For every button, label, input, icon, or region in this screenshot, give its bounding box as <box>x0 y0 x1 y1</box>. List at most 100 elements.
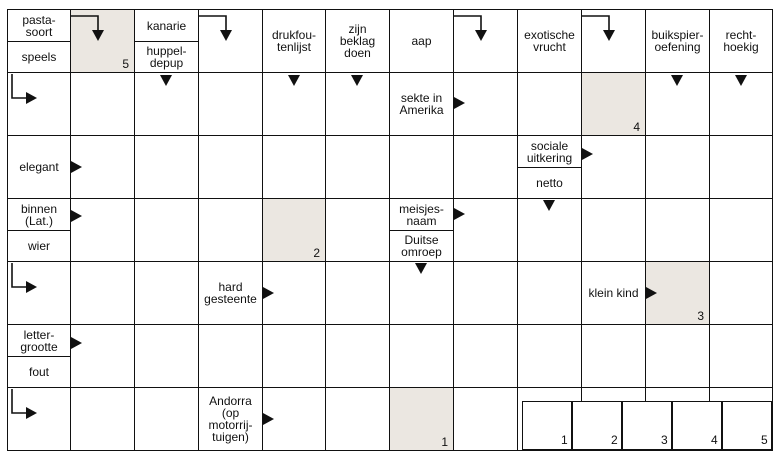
answer-cell[interactable] <box>325 72 390 136</box>
answer-cell[interactable] <box>517 324 582 388</box>
solution-box[interactable]: 3 <box>622 401 672 450</box>
answer-cell[interactable] <box>134 135 199 199</box>
clue-cell: binnen (Lat.)wier <box>7 198 71 262</box>
answer-cell[interactable] <box>134 198 199 262</box>
clue-cell: recht- hoekig <box>709 9 773 73</box>
answer-cell[interactable] <box>262 135 326 199</box>
clue-text: elegant <box>19 160 59 174</box>
arrow-right-icon <box>454 208 465 220</box>
answer-cell[interactable] <box>453 324 518 388</box>
answer-cell[interactable] <box>709 198 773 262</box>
clue-cell: aap <box>389 9 454 73</box>
answer-cell[interactable] <box>517 261 582 325</box>
clue-text: wier <box>8 230 70 261</box>
solution-box[interactable]: 5 <box>722 401 772 450</box>
arrow-right-icon <box>71 161 82 173</box>
answer-cell[interactable] <box>709 324 773 388</box>
answer-cell[interactable] <box>70 198 135 262</box>
clue-cell: elegant <box>7 135 71 199</box>
arrow-right-icon <box>646 287 657 299</box>
clue-cell: klein kind <box>581 261 646 325</box>
clue-text: drukfou- tenlijst <box>271 28 317 54</box>
clue-text: Duitse omroep <box>390 230 453 261</box>
shaded-letter-cell[interactable]: 1 <box>389 387 454 451</box>
answer-cell[interactable] <box>453 261 518 325</box>
answer-cell[interactable] <box>70 261 135 325</box>
clue-text: meisjes- naam <box>399 201 444 228</box>
answer-cell[interactable] <box>389 135 454 199</box>
arrow-down-icon <box>160 75 172 86</box>
solution-number: 1 <box>441 435 448 449</box>
clue-text: binnen (Lat.) <box>20 201 58 228</box>
answer-cell[interactable] <box>517 72 582 136</box>
answer-cell[interactable] <box>325 135 390 199</box>
answer-cell[interactable] <box>262 324 326 388</box>
solution-box-number: 4 <box>711 433 718 447</box>
shaded-letter-cell[interactable]: 5 <box>70 9 135 73</box>
bent-arrow-down-icon <box>71 15 104 41</box>
clue-text: sekte in Amerika <box>399 91 444 117</box>
clue-cell: drukfou- tenlijst <box>262 9 326 73</box>
solution-box[interactable]: 2 <box>572 401 622 450</box>
clue-text: buikspier- oefening <box>651 28 704 54</box>
clue-text: aap <box>411 34 432 48</box>
answer-cell[interactable] <box>453 387 518 451</box>
clue-text: Andorra (op motorrij- tuigen) <box>208 394 253 444</box>
arrow-down-icon <box>415 263 427 274</box>
shaded-letter-cell[interactable]: 2 <box>262 198 326 262</box>
clue-text: sociale uitkering <box>526 138 573 165</box>
answer-cell[interactable] <box>198 135 263 199</box>
clue-cell: buikspier- oefening <box>645 9 710 73</box>
answer-cell[interactable] <box>198 324 263 388</box>
answer-cell[interactable] <box>134 261 199 325</box>
answer-cell[interactable] <box>645 324 710 388</box>
answer-cell[interactable] <box>325 387 390 451</box>
bent-arrow-down-icon <box>454 15 487 41</box>
answer-cell[interactable] <box>581 9 646 73</box>
clue-text: exotische vrucht <box>524 28 575 54</box>
arrow-down-icon <box>671 75 683 86</box>
answer-cell[interactable] <box>70 72 135 136</box>
arrow-right-icon <box>582 148 593 160</box>
answer-cell[interactable] <box>709 135 773 199</box>
clue-cell: exotische vrucht <box>517 9 582 73</box>
solution-number: 2 <box>313 246 320 260</box>
answer-cell[interactable] <box>7 387 71 451</box>
bent-arrow-down-icon <box>199 15 232 41</box>
answer-cell[interactable] <box>134 387 199 451</box>
solution-box[interactable]: 1 <box>522 401 572 450</box>
clue-text: fout <box>8 356 70 387</box>
answer-cell[interactable] <box>709 261 773 325</box>
shaded-letter-cell[interactable]: 4 <box>581 72 646 136</box>
answer-cell[interactable] <box>325 261 390 325</box>
answer-cell[interactable] <box>645 135 710 199</box>
solution-word-boxes: 1 2 3 4 5 <box>522 401 772 450</box>
answer-cell[interactable] <box>198 198 263 262</box>
answer-cell[interactable] <box>581 135 646 199</box>
arrow-right-icon <box>71 210 82 222</box>
answer-cell[interactable] <box>325 198 390 262</box>
answer-cell[interactable] <box>581 324 646 388</box>
clue-cell: sekte in Amerika <box>389 72 454 136</box>
clue-cell: zijn beklag doen <box>325 9 390 73</box>
arrow-down-icon <box>543 200 555 211</box>
answer-cell[interactable] <box>645 198 710 262</box>
clue-text: speels <box>8 41 70 72</box>
arrow-right-icon <box>263 413 274 425</box>
answer-cell[interactable] <box>198 72 263 136</box>
answer-cell[interactable] <box>453 135 518 199</box>
answer-cell[interactable] <box>70 324 135 388</box>
answer-cell[interactable] <box>70 387 135 451</box>
answer-cell[interactable] <box>389 324 454 388</box>
answer-cell[interactable] <box>134 324 199 388</box>
answer-cell[interactable] <box>581 198 646 262</box>
arrow-right-icon <box>71 337 82 349</box>
answer-cell[interactable] <box>325 324 390 388</box>
solution-box-number: 2 <box>611 433 618 447</box>
solution-box[interactable]: 4 <box>672 401 722 450</box>
